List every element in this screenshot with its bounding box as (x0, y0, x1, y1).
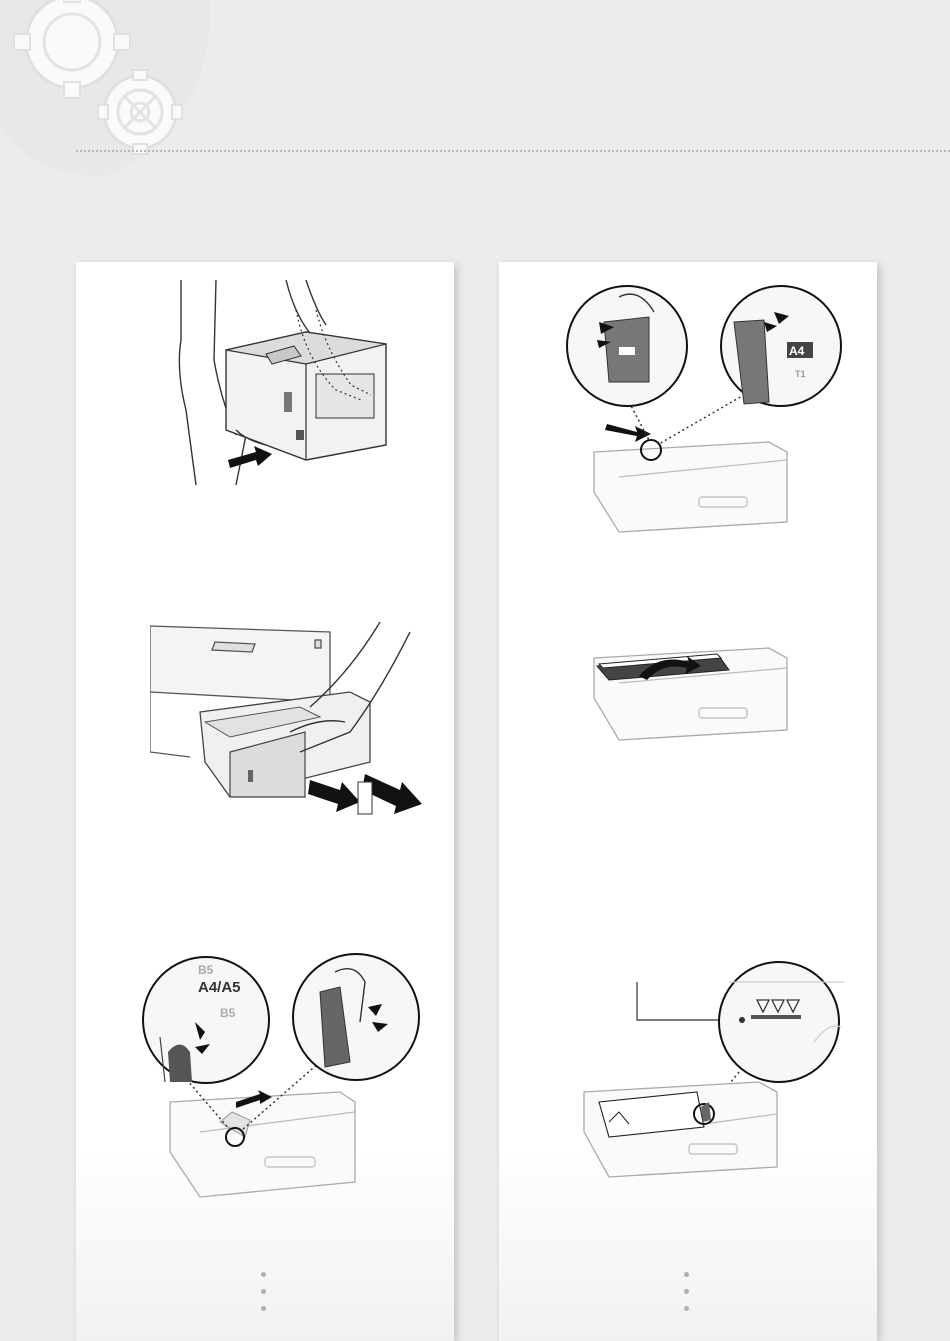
svg-text:T1: T1 (795, 369, 806, 379)
callout-guide-lever (293, 954, 419, 1080)
callout-size-label: A4 T1 (721, 286, 841, 406)
callout-load-limit (719, 962, 844, 1082)
arrow-out-icon (308, 774, 422, 814)
instruction-panel-left: B5 A4/A5 B5 (76, 262, 454, 1341)
illustration-lift-printer (176, 280, 398, 490)
illustration-adjust-front-guide: B5 A4/A5 B5 (140, 952, 420, 1202)
illustration-adjust-side-guides: A4 T1 (559, 282, 849, 537)
callout-side-guide (567, 286, 687, 406)
instruction-panel-right: A4 T1 (499, 262, 877, 1341)
svg-text:B5: B5 (198, 963, 214, 977)
svg-text:A4/A5: A4/A5 (198, 979, 241, 996)
illustration-pull-out-drawer (150, 622, 430, 822)
gear-decoration (0, 0, 220, 180)
illustration-fan-paper (589, 618, 799, 743)
callout-guide-marks: B5 A4/A5 B5 (143, 957, 269, 1083)
illustration-load-limit (579, 952, 859, 1187)
svg-text:B5: B5 (220, 1006, 236, 1020)
continuation-dots (682, 1272, 690, 1323)
svg-text:A4: A4 (789, 344, 805, 358)
continuation-dots (259, 1272, 267, 1323)
header-divider (76, 150, 950, 152)
arrow-right-icon (228, 446, 272, 468)
